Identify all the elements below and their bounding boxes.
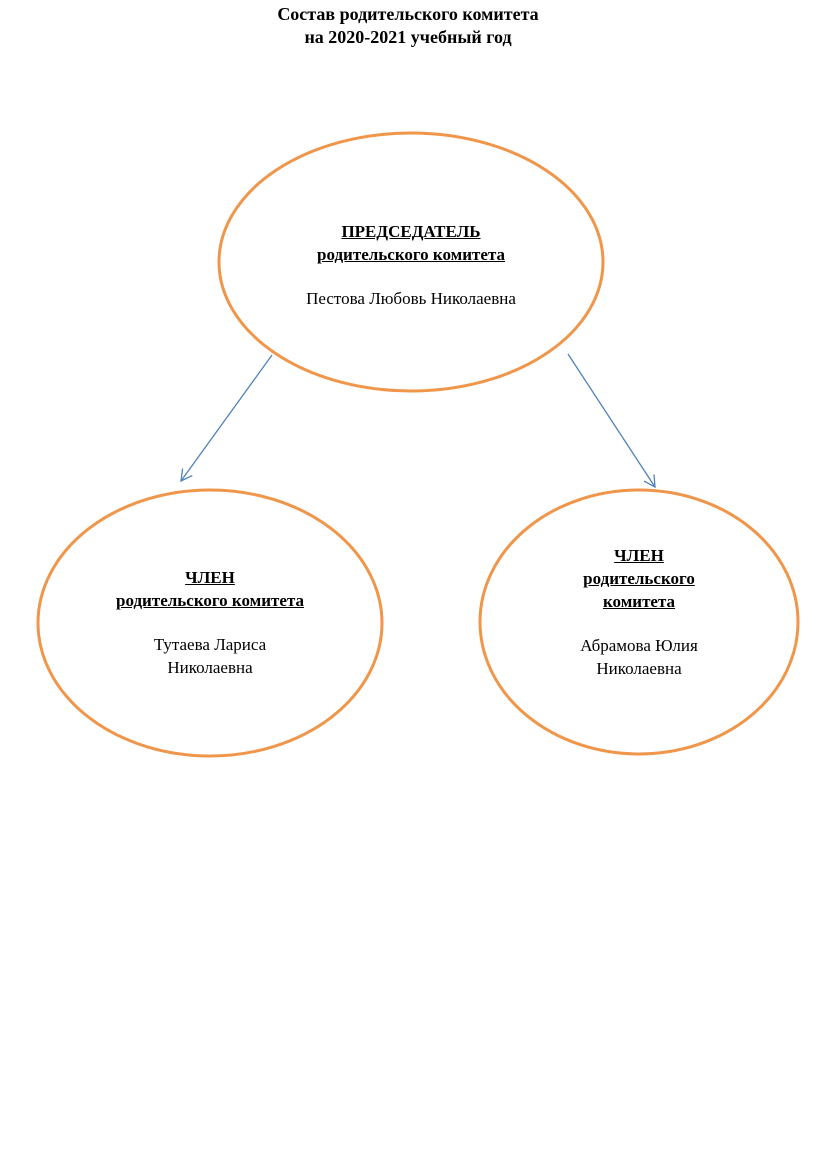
member-2-name-line-2: Николаевна [596, 659, 682, 678]
member-2-ellipse [478, 488, 800, 756]
arrow-to-member-1 [180, 354, 273, 483]
member-1-ellipse [36, 488, 384, 758]
member-1-subtitle: родительского комитета [115, 591, 305, 610]
page-title: Состав родительского комитета на 2020-20… [0, 3, 816, 49]
chairman-node: ПРЕДСЕДАТЕЛЬ родительского комитета Пест… [250, 220, 572, 310]
member-1-name-line-2: Николаевна [167, 658, 253, 677]
member-2-role: ЧЛЕН [614, 546, 664, 565]
title-line-1: Состав родительского комитета [277, 4, 539, 24]
chairman-name: Пестова Любовь Николаевна [306, 289, 516, 308]
member-2-subtitle-line-2: комитета [602, 592, 676, 611]
member-1-name-line-1: Тутаева Лариса [153, 635, 267, 654]
member-2-subtitle-line-1: родительского [583, 569, 695, 588]
member-2-name-line-1: Абрамова Юлия [580, 636, 698, 655]
member-1-node: ЧЛЕН родительского комитета Тутаева Лари… [60, 566, 360, 679]
member-2-node: ЧЛЕН родительского комитета Абрамова Юли… [519, 544, 759, 680]
chairman-ellipse [217, 131, 605, 393]
arrow-to-member-2 [567, 353, 656, 489]
chairman-subtitle: родительского комитета [316, 245, 506, 264]
member-1-role: ЧЛЕН [185, 568, 235, 587]
title-line-2: на 2020-2021 учебный год [304, 27, 512, 47]
chairman-role: ПРЕДСЕДАТЕЛЬ [341, 222, 481, 241]
